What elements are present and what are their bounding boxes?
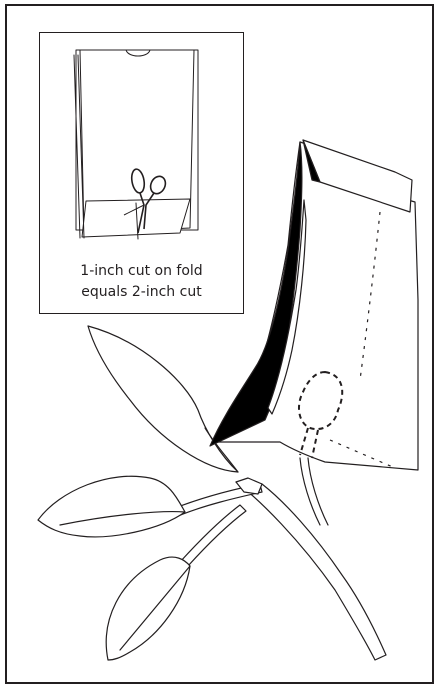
- lower-stem: [235, 481, 387, 661]
- stem-wire-a: [299, 457, 321, 526]
- branch-stem-2: [179, 504, 247, 567]
- leaf-mid-left-vein: [59, 510, 186, 526]
- bud-dashed-seed: [297, 370, 344, 430]
- inset-caption-line2: equals 2-inch cut: [81, 284, 202, 300]
- bud-dashed-stem: [299, 427, 309, 456]
- stem-collar: [235, 477, 263, 495]
- bud-dashed-stem-2: [311, 429, 319, 459]
- leaf-bottom-vein: [119, 565, 191, 651]
- branch-stem: [169, 483, 263, 517]
- page-frame: [5, 4, 434, 684]
- leaf-top-left: [87, 325, 239, 473]
- bud-dash-line-2: [329, 439, 396, 469]
- leaf-bottom: [105, 556, 191, 661]
- inset-edge-line: [73, 54, 81, 239]
- inset-caption-line1: 1-inch cut on fold: [80, 263, 203, 279]
- scissors-icon: [123, 168, 167, 234]
- bud-top-flap-dark: [302, 139, 321, 183]
- leaf-top-left-vein: [204, 427, 239, 473]
- bud-dark-fold: [209, 141, 303, 447]
- leaf-mid-left: [37, 475, 186, 538]
- bud-inner-fold: [267, 199, 307, 415]
- stem-wire-b: [307, 457, 329, 526]
- inset-panel: 1-inch cut on fold equals 2-inch cut: [39, 32, 244, 314]
- inset-edge-line-2: [77, 54, 85, 239]
- inset-illustration: [73, 49, 199, 240]
